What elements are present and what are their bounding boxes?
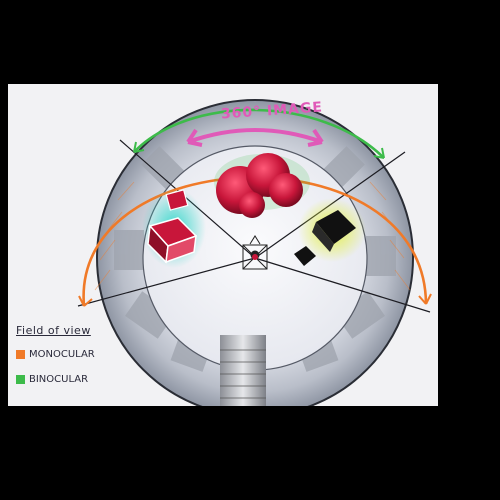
binocular-arrow-left: [133, 141, 145, 153]
monocular-arrow-left: [78, 295, 93, 307]
legend-label-monocular: MONOCULAR: [29, 349, 95, 360]
red-object-cluster: [214, 153, 310, 218]
binocular-arrow-right: [373, 147, 385, 159]
monocular-hatching: [94, 181, 411, 291]
monocular-arrow-right: [418, 293, 432, 305]
legend-swatch-binocular: [16, 375, 25, 384]
pedestal: [220, 335, 266, 406]
teal-highlighted-cubes: [142, 188, 206, 268]
legend-label-binocular: BINOCULAR: [29, 374, 89, 385]
binocular-arc: [133, 108, 385, 159]
title-arrowhead-left: [186, 128, 203, 147]
title-arrowhead-right: [307, 128, 324, 147]
legend-item-binocular: BINOCULAR: [16, 374, 88, 385]
title-double-arrow: [187, 128, 323, 144]
yellow-highlighted-cubes: [294, 198, 366, 266]
viewer-icon: [242, 235, 268, 270]
legend-title: Field of view: [16, 324, 91, 337]
legend-item-monocular: MONOCULAR: [16, 349, 95, 360]
legend-swatch-monocular: [16, 350, 25, 359]
